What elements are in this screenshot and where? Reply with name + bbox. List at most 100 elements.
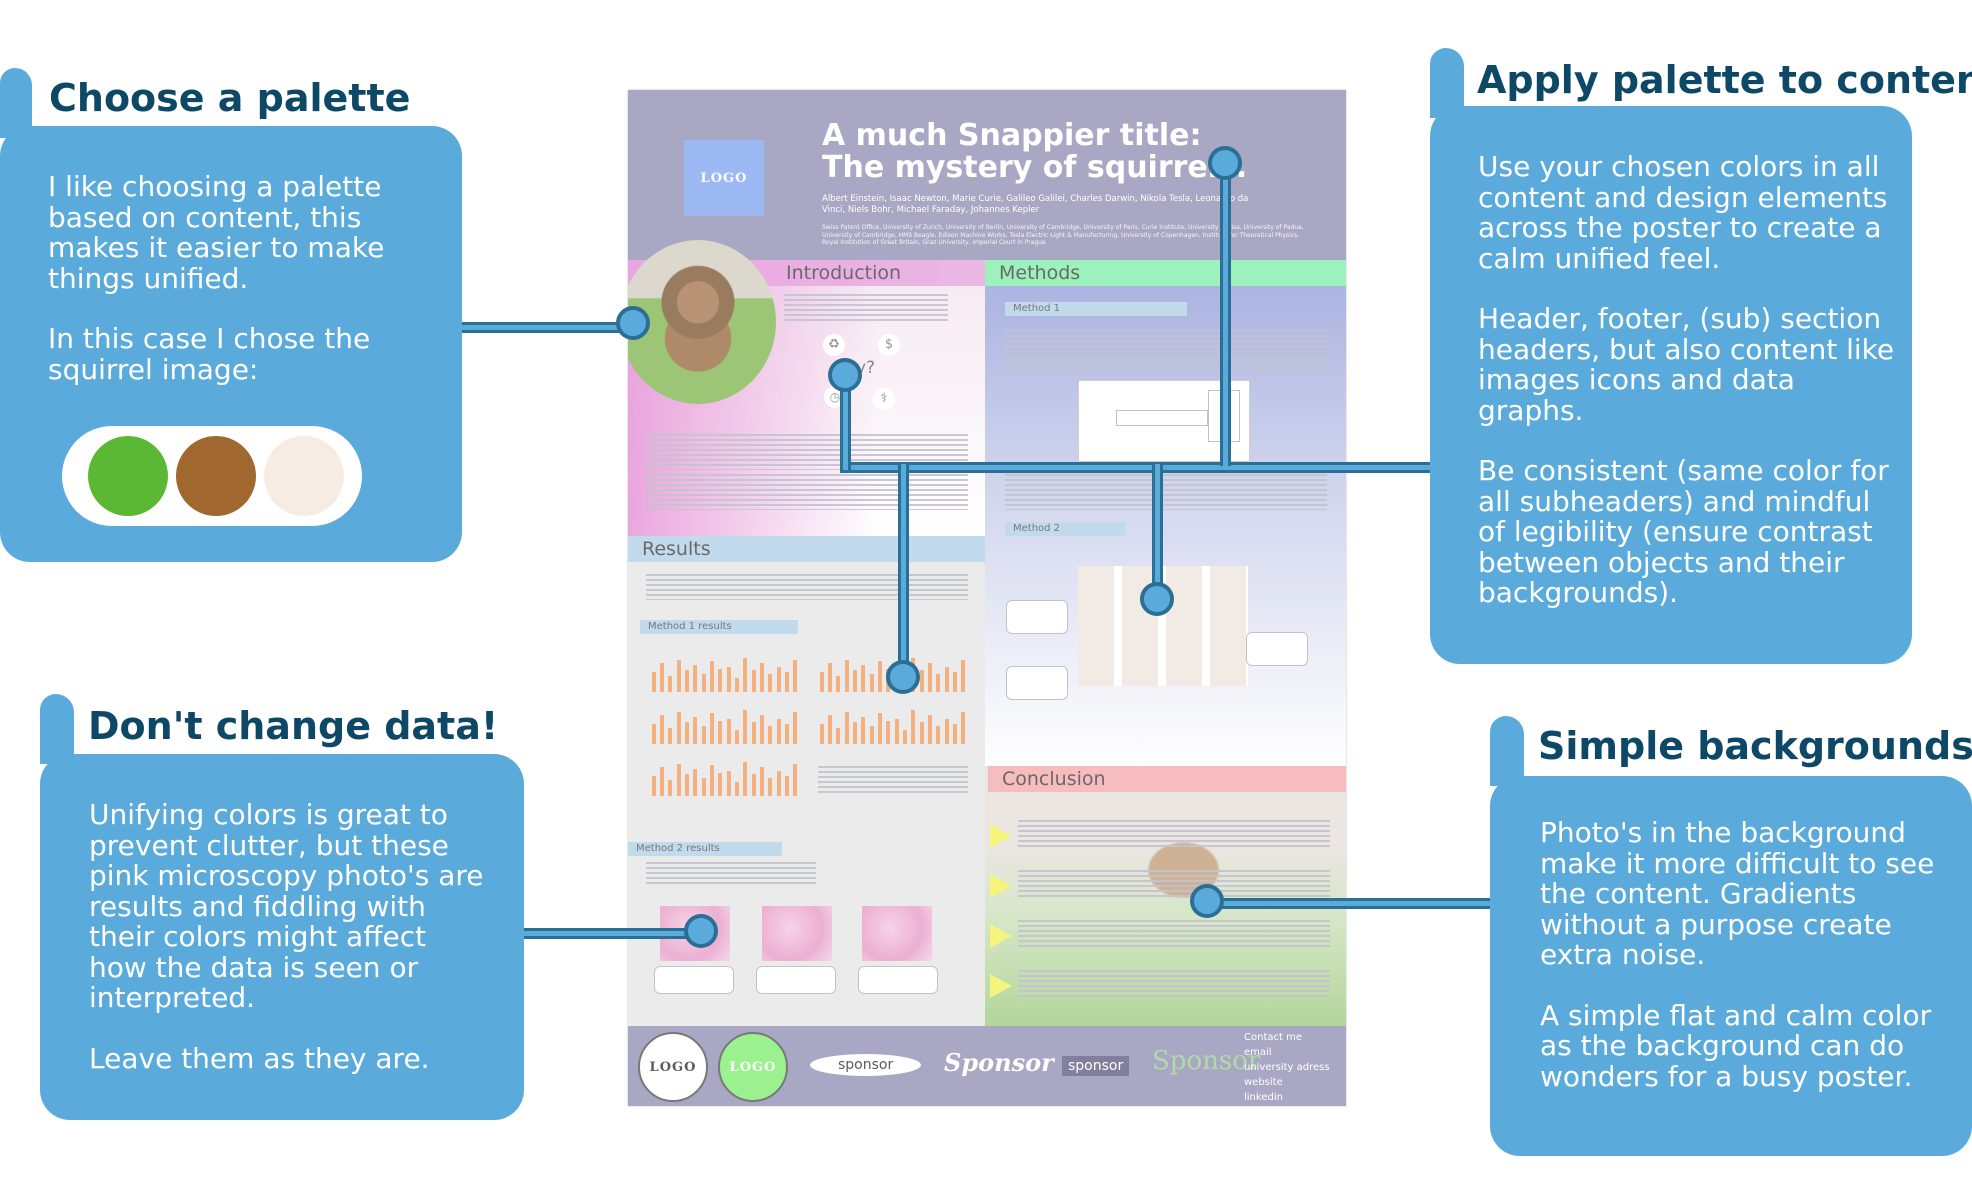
chart-bar xyxy=(776,718,781,744)
method1-text xyxy=(1005,330,1327,374)
connector-line-inner xyxy=(1223,168,1228,466)
apply-callout-body: Use your chosen colors in all content an… xyxy=(1478,151,1898,639)
palette-callout-paragraph: In this case I chose the squirrel image: xyxy=(48,322,371,386)
poster-authors: Albert Einstein, Isaac Newton, Marie Cur… xyxy=(822,194,1249,215)
chart-bar xyxy=(919,670,924,692)
connector-line-inner xyxy=(462,325,632,330)
poster-fade-overlay xyxy=(628,90,1346,1106)
poster-affiliations: Swiss Patent Office, University of Zuric… xyxy=(822,224,1304,246)
connector-dot xyxy=(684,914,718,948)
intro-icon-money: $ xyxy=(878,334,900,356)
method2-results-subheader: Method 2 results xyxy=(628,842,782,856)
poster: LOGO A much Snappier title: The mystery … xyxy=(628,90,1346,1106)
chart-bar xyxy=(660,663,664,692)
poster-footer: LOGO LOGO sponsor Sponsor sponsor Sponso… xyxy=(628,1026,1346,1106)
chart-bar xyxy=(861,717,866,744)
chart-bar xyxy=(953,672,957,692)
apply-callout-paragraph: Be consistent (same color for all subhea… xyxy=(1478,454,1889,609)
chart-bar xyxy=(710,713,714,744)
chart-bar xyxy=(668,779,673,796)
conclusion-text xyxy=(1018,870,1330,900)
footer-sponsor-oval: sponsor xyxy=(810,1054,922,1076)
chart-bar xyxy=(819,672,824,692)
chart-bar xyxy=(944,718,949,744)
palette-callout-body: I like choosing a palette based on conte… xyxy=(48,170,388,415)
chart-bar xyxy=(793,711,798,744)
data-callout-paragraph: Unifying colors is great to prevent clut… xyxy=(89,798,484,1014)
palette-swatches xyxy=(62,426,362,526)
chart-bar xyxy=(743,709,748,744)
chart-bar xyxy=(751,722,756,744)
chart-bar xyxy=(853,670,857,692)
method1-subheader: Method 1 xyxy=(1005,302,1187,316)
connector-dot xyxy=(886,660,920,694)
chart-bar xyxy=(768,726,773,744)
chart-bar xyxy=(894,718,899,744)
data-callout-title: Don't change data! xyxy=(88,704,499,748)
poster-title: A much Snappier title: The mystery of sq… xyxy=(822,120,1247,184)
results-bar-chart xyxy=(650,656,800,692)
chart-bar xyxy=(735,729,739,744)
backgrounds-callout xyxy=(1490,776,1972,1156)
results-bar-chart xyxy=(650,760,800,796)
apply-callout-title: Apply palette to content xyxy=(1477,58,1972,102)
microscopy-photo xyxy=(762,906,832,961)
chart-bar xyxy=(776,666,781,692)
chart-bar xyxy=(735,677,739,692)
backgrounds-callout-title: Simple backgrounds xyxy=(1538,724,1972,768)
results-text xyxy=(646,574,968,600)
footer-sponsor-star: sponsor xyxy=(1062,1056,1130,1076)
chart-bar xyxy=(685,670,689,692)
chart-bar xyxy=(668,675,673,692)
chart-bar xyxy=(676,711,681,744)
conclusion-arrow xyxy=(990,824,1012,848)
chart-bar xyxy=(768,778,773,796)
microscopy-photo xyxy=(862,906,932,961)
conclusion-text xyxy=(1018,970,1330,1000)
connector-dot xyxy=(1190,884,1224,918)
swatch-cream xyxy=(264,436,344,516)
chart-bar xyxy=(651,672,656,692)
palette-callout-paragraph: I like choosing a palette based on conte… xyxy=(48,170,385,295)
connector-line-inner xyxy=(840,465,1430,470)
chart-bar xyxy=(936,674,941,692)
conclusion-text xyxy=(1018,820,1330,850)
chart-bar xyxy=(751,670,756,692)
chart-bar xyxy=(701,726,706,744)
chart-bar xyxy=(869,674,874,692)
method2-subheader: Method 2 xyxy=(1005,522,1125,536)
data-callout-paragraph: Leave them as they are. xyxy=(89,1041,430,1075)
results-bar-chart xyxy=(650,708,800,744)
chart-bar xyxy=(685,722,689,744)
chart-bar xyxy=(828,663,832,692)
connector-dot xyxy=(616,306,650,340)
connector-line-inner xyxy=(524,931,704,936)
swatch-green xyxy=(88,436,168,516)
intro-icon-recycle: ♻ xyxy=(823,334,845,356)
chart-bar xyxy=(768,674,773,692)
microscopy-caption xyxy=(654,966,734,994)
chart-bar xyxy=(726,718,731,744)
chart-bar xyxy=(751,774,756,796)
contact-line: email xyxy=(1244,1047,1272,1058)
conclusion-arrow xyxy=(990,924,1012,948)
data-callout-tab xyxy=(40,694,74,764)
methods-header: Methods xyxy=(985,260,1346,286)
connector-dot xyxy=(828,358,862,392)
footer-logo-green: LOGO xyxy=(718,1032,788,1102)
chart-bar xyxy=(660,715,664,744)
connector-dot xyxy=(1140,582,1174,616)
conclusion-text xyxy=(1018,920,1330,950)
results-text xyxy=(646,862,816,884)
chart-bar xyxy=(760,663,764,692)
chart-bar xyxy=(726,666,731,692)
apply-callout-paragraph: Header, footer, (sub) section headers, b… xyxy=(1478,302,1895,427)
chart-bar xyxy=(676,659,681,692)
chart-bar xyxy=(961,711,966,744)
chart-bar xyxy=(819,724,824,744)
chart-bar xyxy=(743,761,748,796)
chart-bar xyxy=(844,659,849,692)
chart-bar xyxy=(693,769,698,796)
chart-bar xyxy=(911,709,916,744)
chart-bar xyxy=(844,711,849,744)
